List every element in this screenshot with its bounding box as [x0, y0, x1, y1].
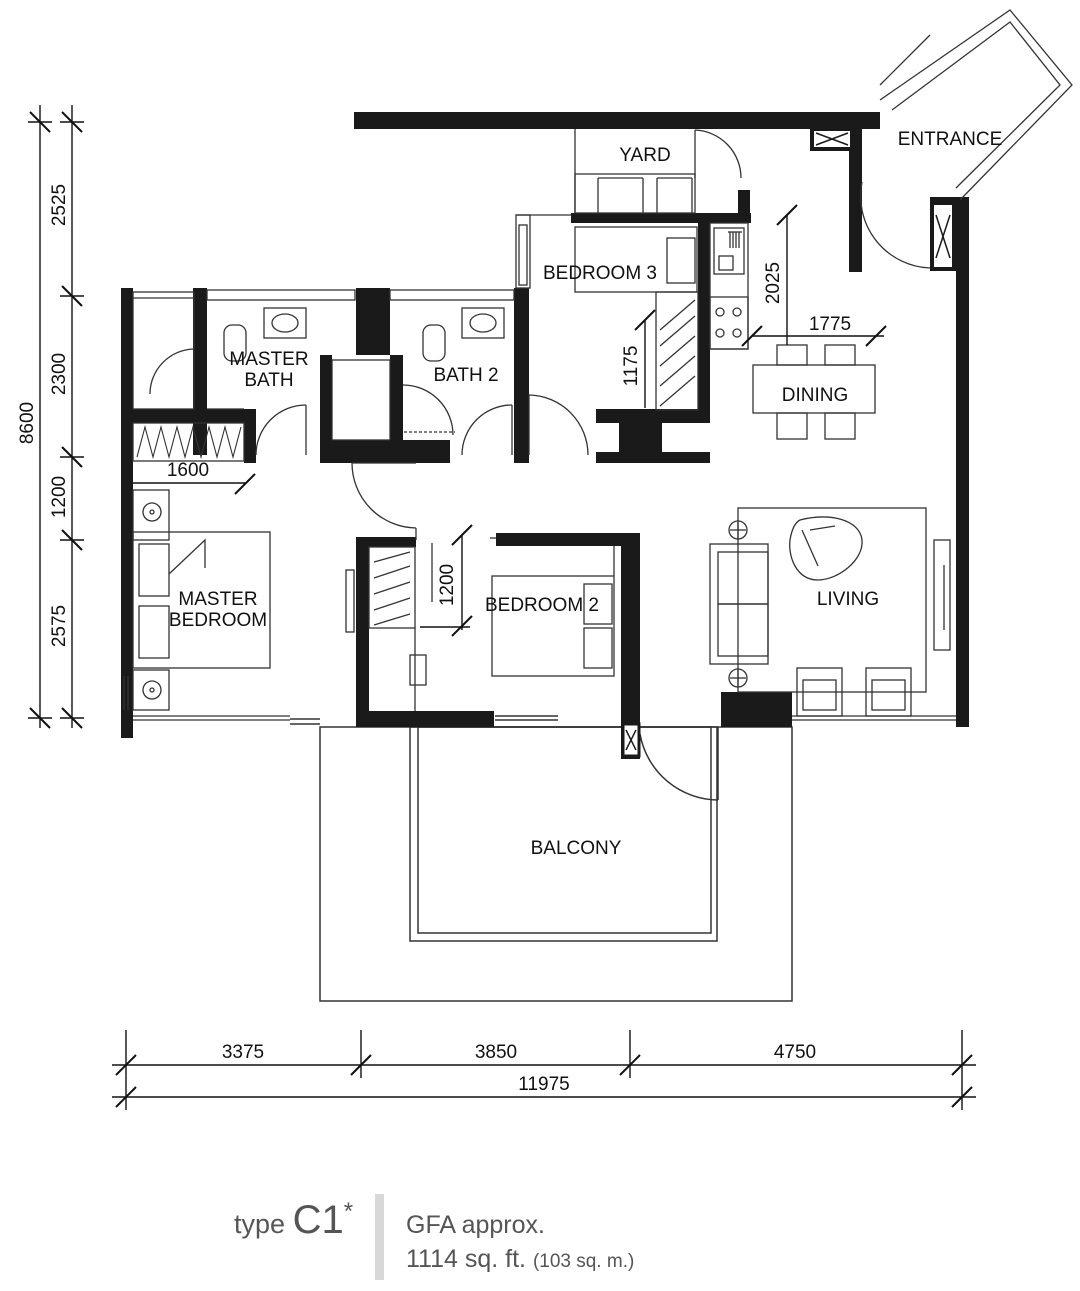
room-entrance: ENTRANCE: [898, 129, 1003, 150]
gfa-info: GFA approx. 1114 sq. ft. (103 sq. m.): [406, 1208, 634, 1279]
dim-bottom-total: 11975: [518, 1074, 569, 1095]
gfa-area: 1114 sq. ft. (103 sq. m.): [406, 1242, 634, 1279]
dimension-lines: [28, 105, 976, 1110]
unit-type: type C1*: [234, 1198, 353, 1243]
room-master-bedroom-line1: MASTER: [178, 589, 257, 610]
dim-left-4: 2575: [49, 605, 70, 647]
unit-type-mark: *: [343, 1198, 354, 1225]
gfa-sqft: 1114 sq. ft.: [406, 1245, 526, 1273]
dim-wardrobe-width: 1600: [167, 460, 209, 481]
dim-left-3: 1200: [49, 476, 70, 518]
room-bedroom-3: BEDROOM 3: [543, 263, 657, 284]
dim-left-total: 8600: [17, 402, 38, 444]
thin-lines: [123, 9, 1073, 721]
room-bedroom-2: BEDROOM 2: [485, 595, 599, 616]
room-master-bedroom-line2: BEDROOM: [169, 610, 267, 631]
room-balcony: BALCONY: [531, 838, 622, 859]
dim-bottom-2: 3850: [475, 1042, 517, 1063]
unit-type-code: C1: [292, 1198, 344, 1242]
room-dining: DINING: [782, 385, 849, 406]
gfa-label: GFA approx.: [406, 1211, 545, 1239]
dim-kitchen-height: 2025: [763, 262, 784, 304]
room-master-bath-line1: MASTER: [229, 349, 308, 370]
room-bath-2: BATH 2: [433, 365, 498, 386]
walls: [121, 112, 969, 759]
dim-bedroom2-wardrobe: 1200: [437, 564, 458, 606]
dim-bottom-3: 4750: [774, 1042, 816, 1063]
dim-left-2: 2300: [49, 353, 70, 395]
room-living: LIVING: [817, 589, 879, 610]
dim-bottom-1: 3375: [222, 1042, 264, 1063]
room-yard: YARD: [619, 145, 670, 166]
gfa-sqm: (103 sq. m.): [532, 1251, 635, 1272]
caption-divider: [375, 1194, 384, 1280]
dim-left-1: 2525: [49, 184, 70, 226]
duct-boxes: [621, 127, 956, 758]
balcony: [290, 715, 793, 1002]
dim-dining-width: 1775: [809, 314, 851, 335]
unit-type-prefix: type: [234, 1209, 286, 1239]
room-master-bath-line2: BATH: [244, 370, 293, 391]
dim-bedroom3-wardrobe: 1175: [621, 346, 642, 387]
unit-caption: type C1* GFA approx. 1114 sq. ft. (103 s…: [218, 1180, 738, 1280]
